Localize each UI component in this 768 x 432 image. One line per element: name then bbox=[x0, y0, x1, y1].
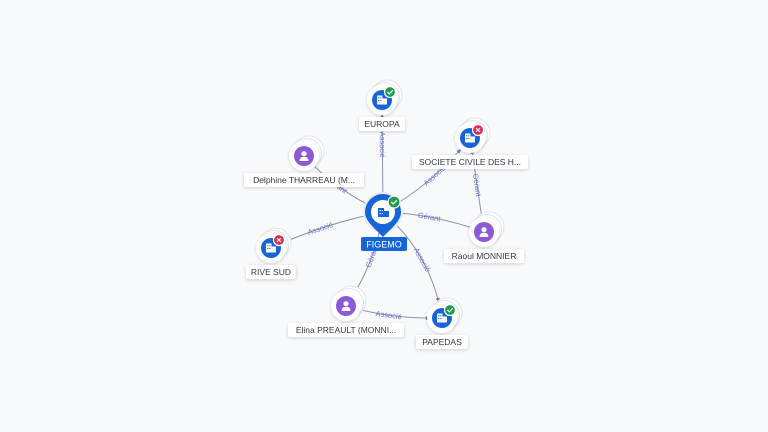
node-label: SOCIETE CIVILE DES H... bbox=[419, 157, 521, 167]
building-icon bbox=[437, 313, 447, 323]
node-label: RIVE SUD bbox=[251, 267, 291, 277]
person-node-raoul[interactable]: Raoul MONNIER bbox=[444, 211, 524, 263]
building-icon bbox=[266, 243, 276, 253]
company-node-papedas[interactable]: PAPEDAS bbox=[416, 297, 468, 349]
node-label-box bbox=[288, 323, 404, 337]
person-icon bbox=[479, 227, 489, 237]
edge-arrow-icon bbox=[456, 148, 462, 154]
company-node-europa[interactable]: EUROPA bbox=[359, 79, 405, 131]
node-label-box bbox=[412, 155, 528, 169]
node-label-box bbox=[416, 335, 468, 349]
node-label-box bbox=[444, 249, 524, 263]
building-icon bbox=[465, 133, 475, 143]
central-company-node[interactable]: FIGEMO bbox=[361, 192, 407, 251]
node-label-box bbox=[359, 117, 405, 131]
status-active-badge bbox=[383, 85, 397, 99]
nodes-layer: EUROPA SOCIETE CIVILE DES H... Raoul MONNI… bbox=[244, 79, 528, 349]
person-node-delphine[interactable]: Delphine THARREAU (M... bbox=[244, 135, 364, 187]
company-node-societe[interactable]: SOCIETE CIVILE DES H... bbox=[412, 117, 528, 169]
edge-label: Associé bbox=[412, 246, 433, 273]
company-node-rive[interactable]: RIVE SUD bbox=[246, 227, 296, 279]
edge-arrow-icon bbox=[380, 113, 385, 119]
edge-label: Gérant bbox=[471, 173, 483, 198]
node-label: PAPEDAS bbox=[422, 337, 462, 347]
node-label: Elina PREAULT (MONNI... bbox=[296, 325, 396, 335]
node-label: Raoul MONNIER bbox=[452, 251, 517, 261]
status-active-badge bbox=[387, 195, 401, 209]
node-label: Delphine THARREAU (M... bbox=[253, 175, 355, 185]
status-closed-badge bbox=[272, 233, 286, 247]
building-icon bbox=[378, 208, 389, 217]
person-icon bbox=[341, 301, 351, 311]
central-label-box bbox=[361, 237, 407, 251]
person-node-elina[interactable]: Elina PREAULT (MONNI... bbox=[288, 285, 404, 337]
status-active-badge bbox=[443, 303, 457, 317]
building-icon bbox=[377, 95, 387, 105]
edge-label: Gérant bbox=[417, 211, 442, 224]
status-closed-badge bbox=[471, 123, 485, 137]
edge-label: Associé bbox=[306, 220, 334, 237]
node-label: EUROPA bbox=[364, 119, 400, 129]
edge-label: Associé bbox=[378, 132, 387, 158]
node-label-box bbox=[246, 265, 296, 279]
central-node-label: FIGEMO bbox=[366, 240, 402, 250]
node-label-box bbox=[244, 173, 364, 187]
edge-label: Associé bbox=[375, 309, 402, 322]
person-icon bbox=[299, 151, 309, 161]
